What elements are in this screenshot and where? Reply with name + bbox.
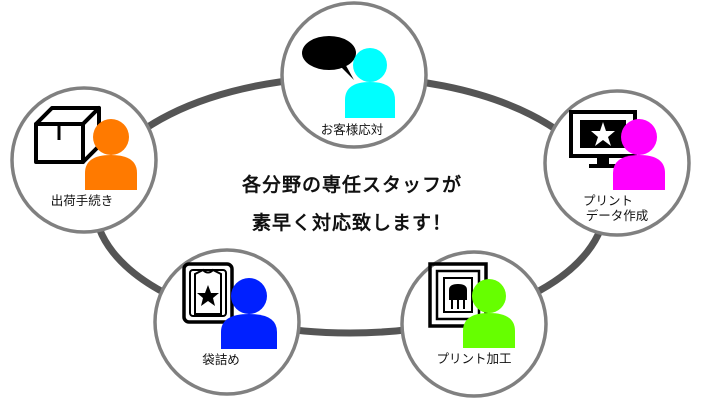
person-icon <box>345 48 395 118</box>
node-label: 出荷手続き <box>51 193 114 208</box>
person-icon <box>463 279 515 348</box>
node-packing: 袋詰め <box>153 248 301 396</box>
node-processing: プリント加工 <box>400 250 548 398</box>
node-print-data: プリント データ作成 <box>543 89 691 237</box>
speech-bubble-icon <box>302 36 356 80</box>
monitor-star-icon <box>569 110 637 168</box>
node-label: お客様応対 <box>321 122 384 137</box>
box-icon <box>34 106 101 164</box>
node-shipping: 出荷手続き <box>10 86 158 234</box>
tshirt-bag-icon <box>182 262 234 324</box>
person-icon <box>221 278 277 349</box>
center-message-line1: 各分野の専任スタッフが <box>241 173 462 196</box>
center-message-line2: 素早く対応致します！ <box>252 211 452 234</box>
node-label-line1: プリント <box>583 193 633 208</box>
person-icon <box>613 119 665 190</box>
node-label-line2: データ作成 <box>586 208 649 223</box>
person-icon <box>85 119 137 190</box>
node-customer: お客様応対 <box>280 1 428 149</box>
node-label: プリント加工 <box>436 351 511 366</box>
node-label: 袋詰め <box>202 352 240 367</box>
